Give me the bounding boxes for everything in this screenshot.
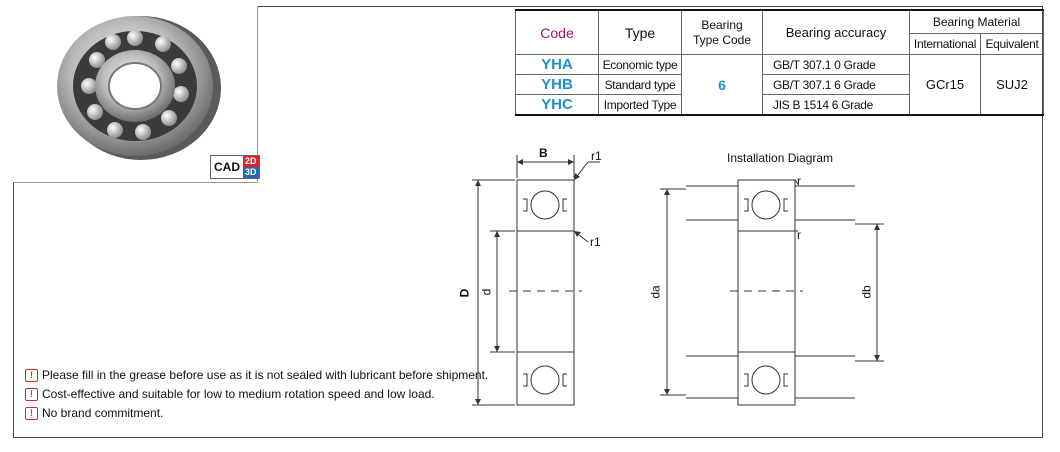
table-row: YHC Imported Type JIS B 1514 6 Grade xyxy=(515,94,1044,116)
type-cell: Imported Type xyxy=(598,94,682,116)
note-text: Cost-effective and suitable for low to m… xyxy=(42,387,435,401)
cad-badge[interactable]: CAD 2D 3D xyxy=(210,155,260,179)
label-d: d xyxy=(479,288,494,296)
type-code-header-line2: Type Code xyxy=(692,32,752,47)
info-icon: ! xyxy=(25,369,38,382)
equivalent-header: Equivalent xyxy=(980,33,1044,55)
accuracy-header: Bearing accuracy xyxy=(762,9,910,55)
type-header: Type xyxy=(598,9,682,55)
table-row: YHA Economic type 6 GB/T 307.1 0 Grade G… xyxy=(515,54,1044,116)
code-cell: YHB xyxy=(515,74,599,95)
label-B: B xyxy=(539,146,548,160)
accuracy-cell: GB/T 307.1 0 Grade xyxy=(762,54,910,75)
label-r-top: r xyxy=(797,174,801,188)
type-code-header: Bearing Type Code xyxy=(681,9,763,55)
label-db: db xyxy=(859,285,874,299)
info-icon: ! xyxy=(25,407,38,420)
material-header: Bearing Material xyxy=(909,9,1044,34)
label-r-mid: r xyxy=(797,228,801,242)
type-code-cell: 6 xyxy=(681,54,763,116)
code-cell: YHA xyxy=(515,54,599,75)
product-photo-panel xyxy=(13,6,258,183)
note-text: Please fill in the grease before use as … xyxy=(42,368,489,382)
product-frame xyxy=(13,6,1043,438)
cad-dims: 2D 3D xyxy=(243,156,259,178)
label-r1-mid: r1 xyxy=(590,235,601,249)
label-D: D xyxy=(457,288,472,298)
note-text: No brand commitment. xyxy=(42,406,164,420)
cad-text: CAD xyxy=(211,156,243,178)
type-code-header-line1: Bearing xyxy=(701,17,743,32)
international-cell: GCr15 xyxy=(909,54,981,116)
type-cell: Standard type xyxy=(598,74,682,95)
bearing-balls xyxy=(81,30,189,140)
cad-3d-label: 3D xyxy=(243,167,259,178)
type-cell: Economic type xyxy=(598,54,682,75)
list-item: ! Please fill in the grease before use a… xyxy=(25,366,488,385)
table-row: YHB Standard type GB/T 307.1 6 Grade xyxy=(515,74,1044,95)
accuracy-cell: JIS B 1514 6 Grade xyxy=(762,94,910,116)
code-header: Code xyxy=(515,9,599,55)
label-da: da xyxy=(648,285,663,299)
list-item: ! Cost-effective and suitable for low to… xyxy=(25,385,488,404)
bearing-photo xyxy=(57,16,221,160)
label-r1-top: r1 xyxy=(591,149,602,163)
spec-table: Code Type Bearing Type Code Bearing accu… xyxy=(515,9,1044,116)
accuracy-cell: GB/T 307.1 6 Grade xyxy=(762,74,910,95)
notes-list: ! Please fill in the grease before use a… xyxy=(25,366,488,423)
cad-2d-label: 2D xyxy=(243,156,259,167)
info-icon: ! xyxy=(25,388,38,401)
international-header: International xyxy=(909,33,981,55)
list-item: ! No brand commitment. xyxy=(25,404,488,423)
equivalent-cell: SUJ2 xyxy=(980,54,1044,116)
code-cell: YHC xyxy=(515,94,599,116)
installation-diagram-title: Installation Diagram xyxy=(727,151,834,165)
